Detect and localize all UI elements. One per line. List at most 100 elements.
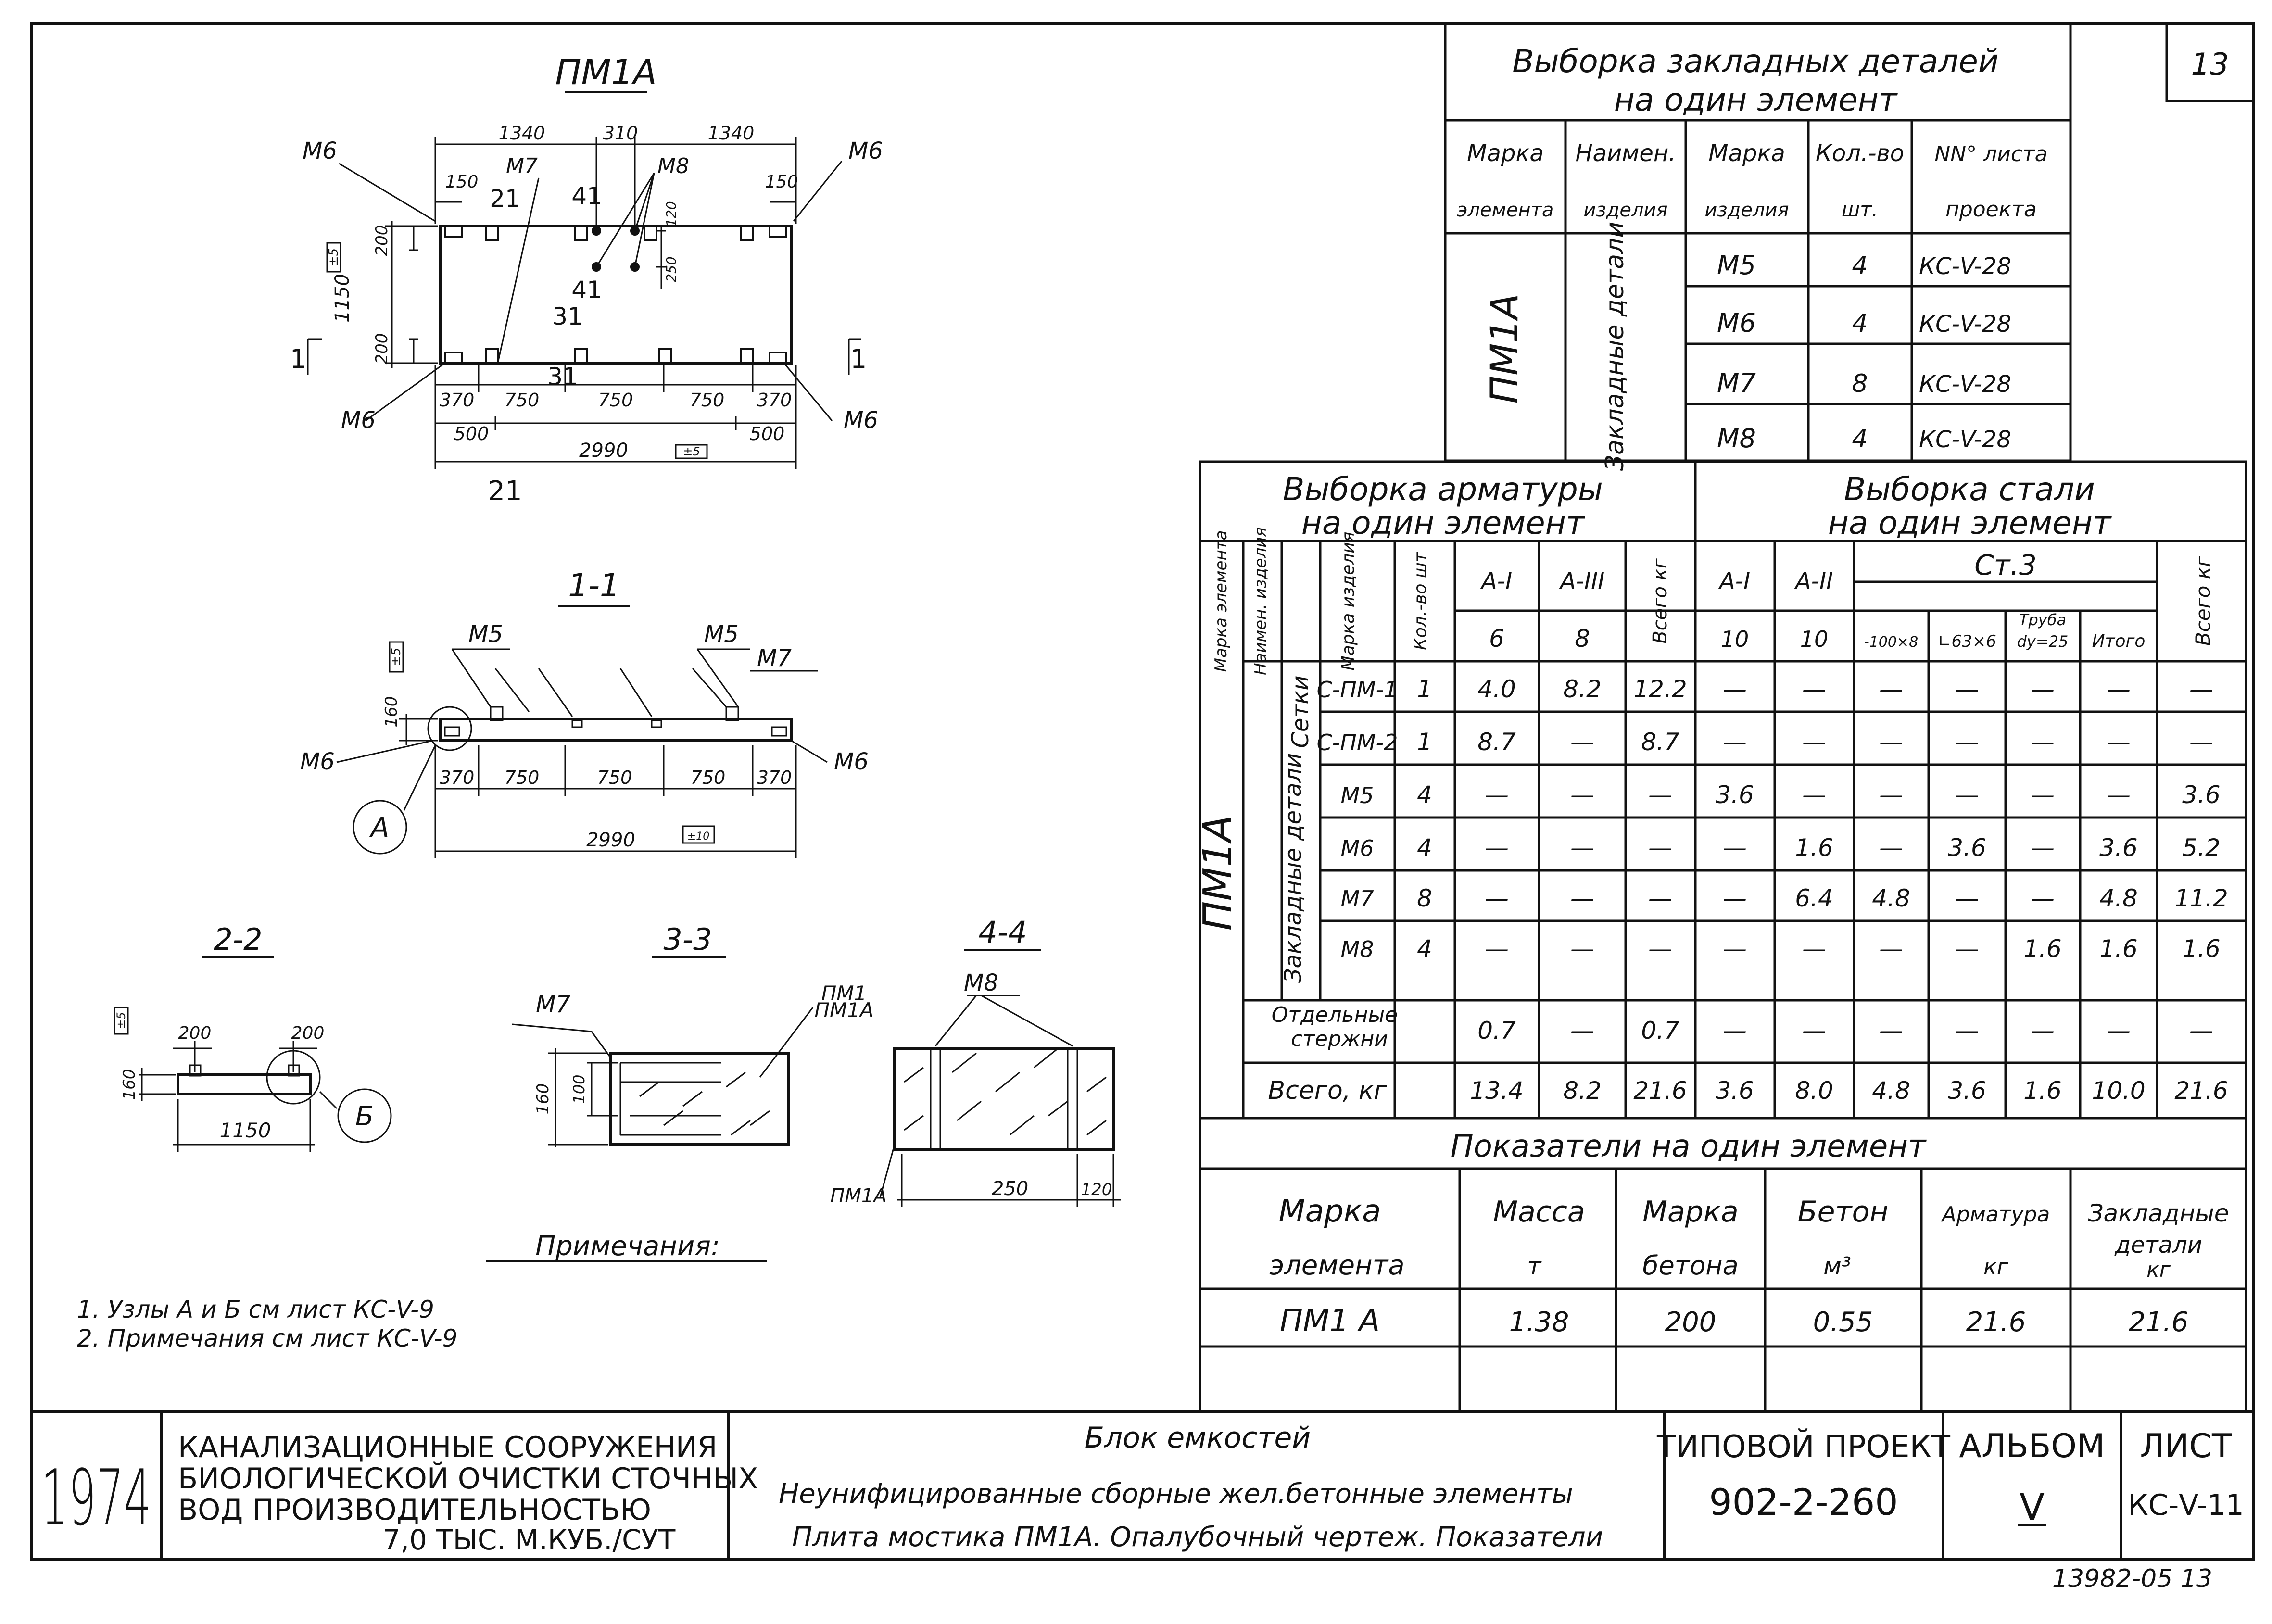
rebar-cell-r1-c11: —: [2107, 675, 2131, 703]
section-1-1-dim-4: 750: [691, 767, 726, 788]
section-1-1-m6-right: М6: [834, 748, 869, 775]
section-1-1-tol: ±5: [389, 648, 404, 666]
plan-cut-left: 1: [290, 344, 306, 374]
section-4-4-title: 4-4: [978, 915, 1027, 950]
rebar-cell-r4-c4: —: [1570, 834, 1594, 862]
ind-v6: 21.6: [2129, 1307, 2189, 1338]
rebar-cell-r4-c7: 1.6: [1795, 834, 1833, 862]
ind-v1: ПМ1 А: [1280, 1303, 1380, 1339]
ind-h6c: кг: [2146, 1258, 2171, 1282]
plan-dim-tol-overall: ±5: [683, 445, 700, 458]
rebar-cell-r2-c4: —: [1570, 728, 1594, 756]
rebar-cell-r5-c4: —: [1570, 884, 1594, 912]
emb-r2-mark: М6: [1717, 308, 1756, 338]
sh-c3b: dу=25: [2017, 632, 2069, 651]
footer-code: 13982-05 13: [2052, 1564, 2212, 1593]
rebar-steel-table: Выборка арматуры на один элемент Выборка…: [1195, 460, 2247, 1120]
rebar-cell-r2-c9: —: [1955, 728, 1979, 756]
sh-c1: -100×8: [1864, 634, 1918, 651]
section-2-2-left: 200: [178, 1023, 212, 1043]
rebar-cell-r3-c3: —: [1485, 781, 1509, 809]
ind-h3a: Марка: [1642, 1195, 1739, 1229]
ind-v3: 200: [1665, 1307, 1717, 1338]
rebar-cell-r6-c3: —: [1485, 935, 1509, 963]
rebar-cell-r5-c9: —: [1955, 884, 1979, 912]
plan-dim-top-1: 1340: [499, 123, 545, 144]
rebar-cell-r4-c11: 3.6: [2099, 834, 2138, 862]
section-1-1-dim-1: 370: [440, 767, 475, 788]
rebar-cell-r1-c3: 4.0: [1477, 675, 1516, 703]
rebar-cell-r3-c2: 4: [1417, 781, 1432, 809]
ind-h1b: элемента: [1269, 1250, 1404, 1281]
plan-dim-overall: 2990: [579, 440, 628, 462]
rebar-cell-r3-c9: —: [1955, 781, 1979, 809]
section-1-1-dim-2: 750: [505, 767, 540, 788]
tb-album-value: V: [2020, 1486, 2045, 1528]
rebar-cell-r3-c7: —: [1802, 781, 1826, 809]
plan-dim-h-total: 1150: [331, 274, 353, 323]
rebar-cell-r4-c3: —: [1485, 834, 1509, 862]
rebar-cell-r5-c2: 8: [1417, 884, 1432, 912]
rebar-cell-r1-c4: 8.2: [1563, 675, 1602, 703]
embedded-title-1: Выборка закладных деталей: [1512, 43, 1998, 80]
section-2-2-title: 2-2: [214, 922, 262, 957]
rebar-separate-c3: 0.7: [1641, 1017, 1679, 1045]
rebar-cell-r6-c11: 1.6: [2099, 935, 2138, 963]
rebar-separate-c2: —: [1570, 1017, 1594, 1045]
section-1-1-m7: М7: [757, 645, 792, 672]
plan-dim-v120: 120: [663, 201, 679, 227]
rh-a3: А-III: [1559, 568, 1605, 595]
emb-h3a: Марка: [1708, 140, 1785, 167]
section-3-3-pm-2: ПМ1А: [814, 998, 873, 1022]
sh-st3: Ст.3: [1974, 549, 2037, 581]
rebar-cell-r1-c7: —: [1802, 675, 1826, 703]
ind-h6b: детали: [2114, 1232, 2202, 1259]
section-1-1-dim-5: 370: [757, 767, 792, 788]
corner-number-box: [2165, 23, 2255, 102]
indicators-table: Показатели на один элемент Марка элемент…: [1199, 1117, 2247, 1413]
plan-sec-3-bot: 31: [547, 363, 578, 390]
rebar-separate-c4: —: [1723, 1017, 1747, 1045]
rebar-cell-r2-c8: —: [1879, 728, 1903, 756]
steel-title-2: на один элемент: [1828, 504, 2112, 541]
rebar-total-c9: 10.0: [2092, 1077, 2145, 1105]
plan-slab-outline: [439, 225, 793, 365]
plan-mark-m6-bl: М6: [341, 407, 376, 434]
rebar-separate-c1: 0.7: [1477, 1017, 1516, 1045]
rebar-cell-r5-c11: 4.8: [2099, 884, 2138, 912]
emb-r4-mark: М8: [1717, 423, 1756, 453]
rh-qty: Кол.-во шт: [1411, 552, 1430, 650]
rebar-cell-r1-c8: —: [1879, 675, 1903, 703]
plan-dim-h-bottom: 200: [372, 333, 391, 365]
plan-sec-4-top: 41: [571, 182, 602, 210]
rh-a3-d: 8: [1575, 625, 1590, 653]
emb-item-name: Закладные детали: [1601, 222, 1629, 471]
plan-dim-500-left: 500: [454, 423, 489, 444]
rebar-cell-r2-c12: —: [2189, 728, 2213, 756]
emb-r3-qty: 8: [1852, 369, 1868, 398]
ind-h5b: кг: [1983, 1254, 2009, 1280]
section-3-3-m7: М7: [536, 991, 570, 1018]
emb-r3-sheet: КС-V-28: [1919, 371, 2011, 398]
section-2-2-tol: ±5: [114, 1012, 128, 1029]
rebar-title-2: на один элемент: [1301, 504, 1586, 541]
rebar-cell-r5-c6: —: [1723, 884, 1747, 912]
emb-h1b: элемента: [1457, 199, 1554, 221]
section-1-1-overall: 2990: [586, 829, 635, 851]
section-4-4-body: [893, 1047, 1115, 1151]
tb-sheet-label: ЛИСТ: [2140, 1427, 2232, 1465]
tb-desc-1: Блок емкостей: [1085, 1421, 1311, 1455]
ind-h3b: бетона: [1642, 1250, 1738, 1281]
plan-dim-tol-total: ±5: [327, 248, 341, 266]
section-3-3-title: 3-3: [663, 922, 712, 957]
plan-dim-bot-1: 370: [440, 390, 475, 411]
rebar-cell-r5-c8: 4.8: [1872, 884, 1910, 912]
ind-v5: 21.6: [1966, 1307, 2026, 1338]
rb-total-label: Всего, кг: [1268, 1076, 1387, 1105]
section-3-3-pm-1: ПМ1: [821, 982, 867, 1005]
section-1-1-tol-overall: ±10: [687, 831, 709, 843]
tb-year: 1974: [41, 1453, 151, 1543]
ind-h6a: Закладные: [2088, 1199, 2229, 1227]
section-4-4-w: 250: [992, 1178, 1028, 1200]
